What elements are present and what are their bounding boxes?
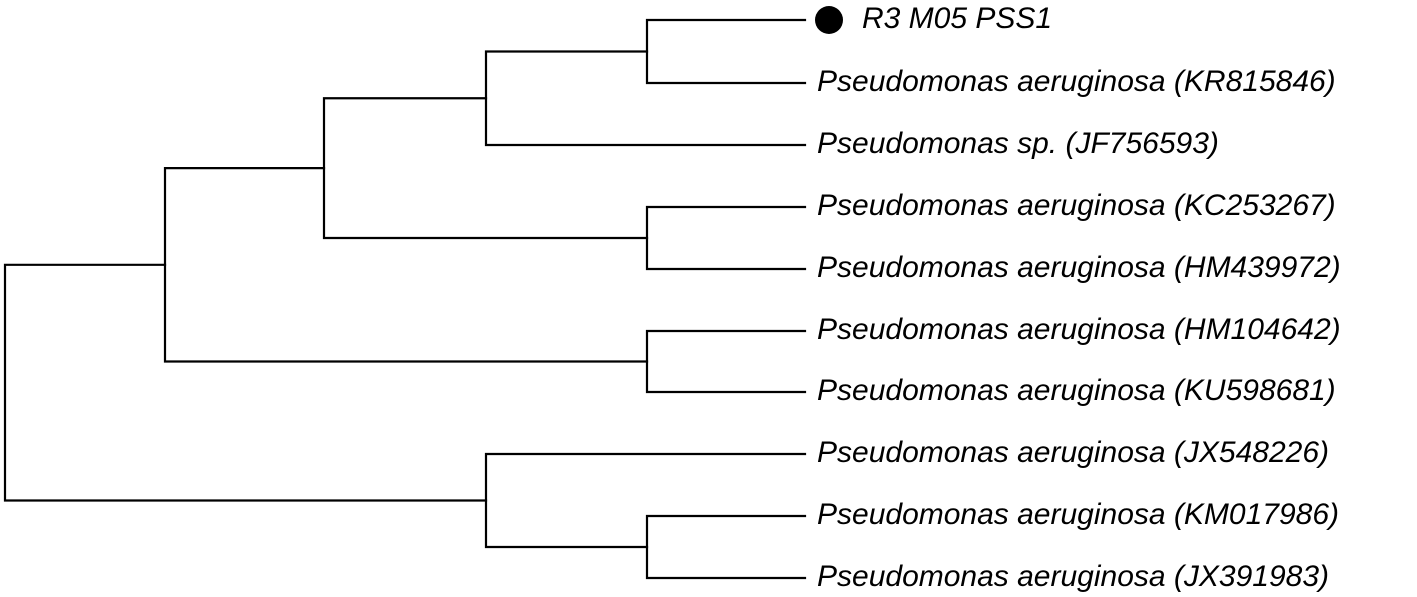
leaf-jx391983: Pseudomonas aeruginosa (JX391983) xyxy=(817,560,1329,593)
leaf-km017986: Pseudomonas aeruginosa (KM017986) xyxy=(817,498,1339,531)
taxon-label: Pseudomonas aeruginosa (KC253267) xyxy=(817,189,1336,222)
leaf-hm104642: Pseudomonas aeruginosa (HM104642) xyxy=(817,313,1341,346)
taxon-label: Pseudomonas aeruginosa (KU598681) xyxy=(817,374,1336,407)
taxon-label: Pseudomonas aeruginosa (KM017986) xyxy=(817,498,1339,531)
clade-branch xyxy=(484,50,807,147)
taxon-label: Pseudomonas aeruginosa (HM104642) xyxy=(817,313,1341,346)
clade-branch xyxy=(645,514,807,580)
clade-branch xyxy=(322,97,649,240)
taxon-label: R3 M05 PSS1 xyxy=(862,2,1052,35)
leaf-jf756593: Pseudomonas sp. (JF756593) xyxy=(817,127,1219,160)
filled-circle-marker xyxy=(815,6,843,34)
clade-branch xyxy=(3,263,488,502)
leaf-ku598681: Pseudomonas aeruginosa (KU598681) xyxy=(817,374,1336,407)
taxon-label: Pseudomonas aeruginosa (HM439972) xyxy=(817,251,1341,284)
clade-branch xyxy=(484,452,807,549)
taxon-label: Pseudomonas aeruginosa (JX391983) xyxy=(817,560,1329,593)
clade-branch xyxy=(645,18,807,85)
leaf-kc253267: Pseudomonas aeruginosa (KC253267) xyxy=(817,189,1336,222)
taxon-label: Pseudomonas aeruginosa (JX548226) xyxy=(817,436,1329,469)
taxon-label: Pseudomonas sp. (JF756593) xyxy=(817,127,1219,160)
tree-leaves: R3 M05 PSS1 Pseudomonas aeruginosa (KR81… xyxy=(815,2,1341,593)
leaf-kr815846: Pseudomonas aeruginosa (KR815846) xyxy=(817,65,1336,98)
taxon-label: Pseudomonas aeruginosa (KR815846) xyxy=(817,65,1336,98)
tree-branches xyxy=(3,18,807,580)
leaf-jx548226: Pseudomonas aeruginosa (JX548226) xyxy=(817,436,1329,469)
clade-branch xyxy=(645,329,807,394)
clade-branch xyxy=(163,167,649,363)
leaf-r3-m05-pss1: R3 M05 PSS1 xyxy=(815,2,1052,35)
leaf-hm439972: Pseudomonas aeruginosa (HM439972) xyxy=(817,251,1341,284)
clade-branch xyxy=(645,205,807,271)
